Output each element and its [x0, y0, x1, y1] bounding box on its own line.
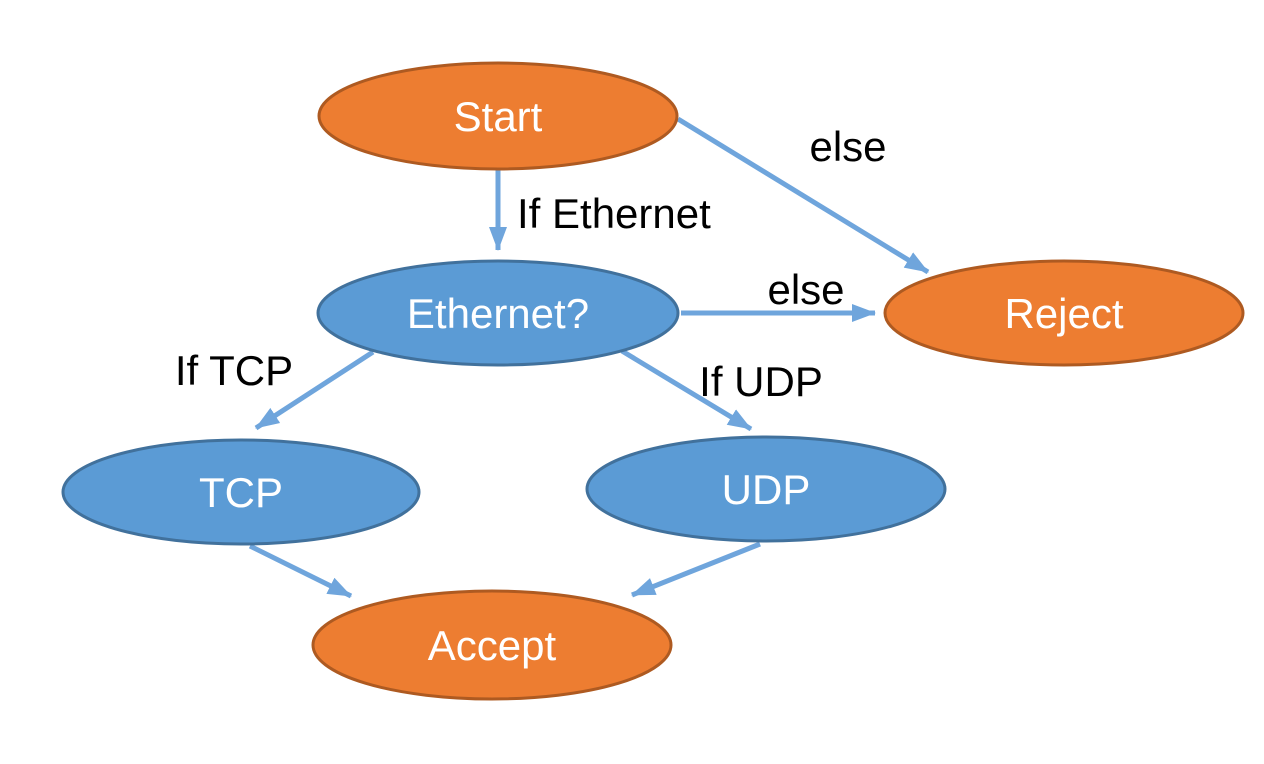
node-udp-ellipse	[585, 435, 947, 543]
node-tcp-label: TCP	[199, 469, 283, 516]
node-reject: Reject	[883, 259, 1245, 367]
node-start: Start	[317, 61, 679, 171]
edge-label-if-tcp: If TCP	[175, 347, 293, 394]
node-start-ellipse	[317, 61, 679, 171]
edge-ethernet-to-tcp	[254, 349, 375, 431]
node-udp: UDP	[585, 435, 947, 543]
edge-tcp-to-accept	[248, 543, 353, 599]
node-reject-label: Reject	[1004, 290, 1123, 337]
node-reject-ellipse	[883, 259, 1245, 367]
edge-label-else-middle: else	[767, 266, 844, 313]
edge-ethernet-to-udp	[620, 348, 753, 432]
node-tcp-ellipse	[61, 438, 421, 546]
node-accept-ellipse	[311, 589, 673, 701]
edge-udp-to-accept	[631, 541, 761, 598]
edge-start-to-reject	[676, 116, 930, 275]
node-udp-label: UDP	[722, 466, 811, 513]
edge-label-if-ethernet: If Ethernet	[517, 190, 711, 237]
edge-label-if-udp: If UDP	[699, 358, 823, 405]
node-ethernet-ellipse	[316, 259, 680, 367]
node-tcp: TCP	[61, 438, 421, 546]
edge-label-else-top: else	[809, 123, 886, 170]
node-start-label: Start	[454, 93, 543, 140]
node-ethernet: Ethernet?	[316, 259, 680, 367]
node-ethernet-label: Ethernet?	[407, 290, 589, 337]
node-accept: Accept	[311, 589, 673, 701]
node-accept-label: Accept	[428, 622, 557, 669]
